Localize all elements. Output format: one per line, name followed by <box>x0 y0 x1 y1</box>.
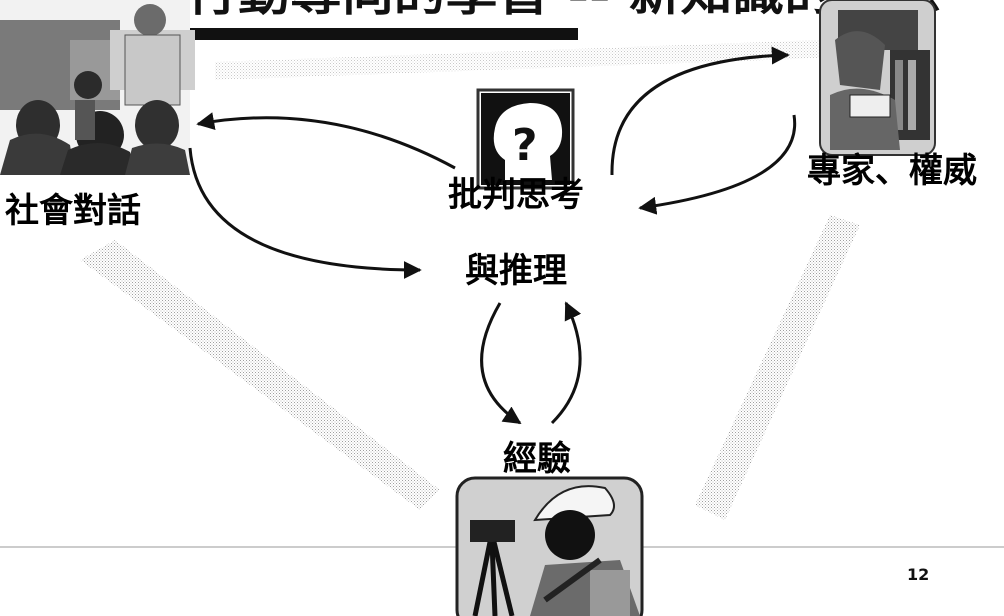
node-center-label-line2: 與推理 <box>465 251 567 291</box>
dotted-band-right-bottom <box>695 215 860 520</box>
arrow-bottom-to-center <box>550 301 582 425</box>
arrow-center-to-right <box>610 46 790 176</box>
node-center-label-line1: 批判思考 <box>448 175 584 215</box>
node-bottom-label: 經驗 <box>503 439 571 479</box>
arrow-right-to-center <box>638 114 797 215</box>
classroom-audience-icon <box>0 0 195 175</box>
arrow-left-to-center <box>188 147 422 279</box>
expert-reading-icon <box>819 0 936 156</box>
dotted-connectors <box>80 40 860 520</box>
page-number: 12 <box>907 565 929 584</box>
node-right-label: 專家、權威 <box>807 151 977 191</box>
arrows <box>188 46 797 425</box>
question-head-icon: ? <box>476 88 575 190</box>
title-underline <box>178 28 578 40</box>
arrow-center-to-bottom <box>480 302 522 425</box>
surveyor-worker-icon <box>455 476 644 616</box>
node-left-label: 社會對話 <box>5 191 141 231</box>
dotted-band-top <box>215 40 822 80</box>
slide-title: Why行動導向的學習 -- 新知識的來源 <box>59 0 940 21</box>
svg-text:?: ? <box>512 120 538 171</box>
dotted-band-left-bottom <box>80 240 440 510</box>
arrow-center-to-left <box>196 112 456 170</box>
